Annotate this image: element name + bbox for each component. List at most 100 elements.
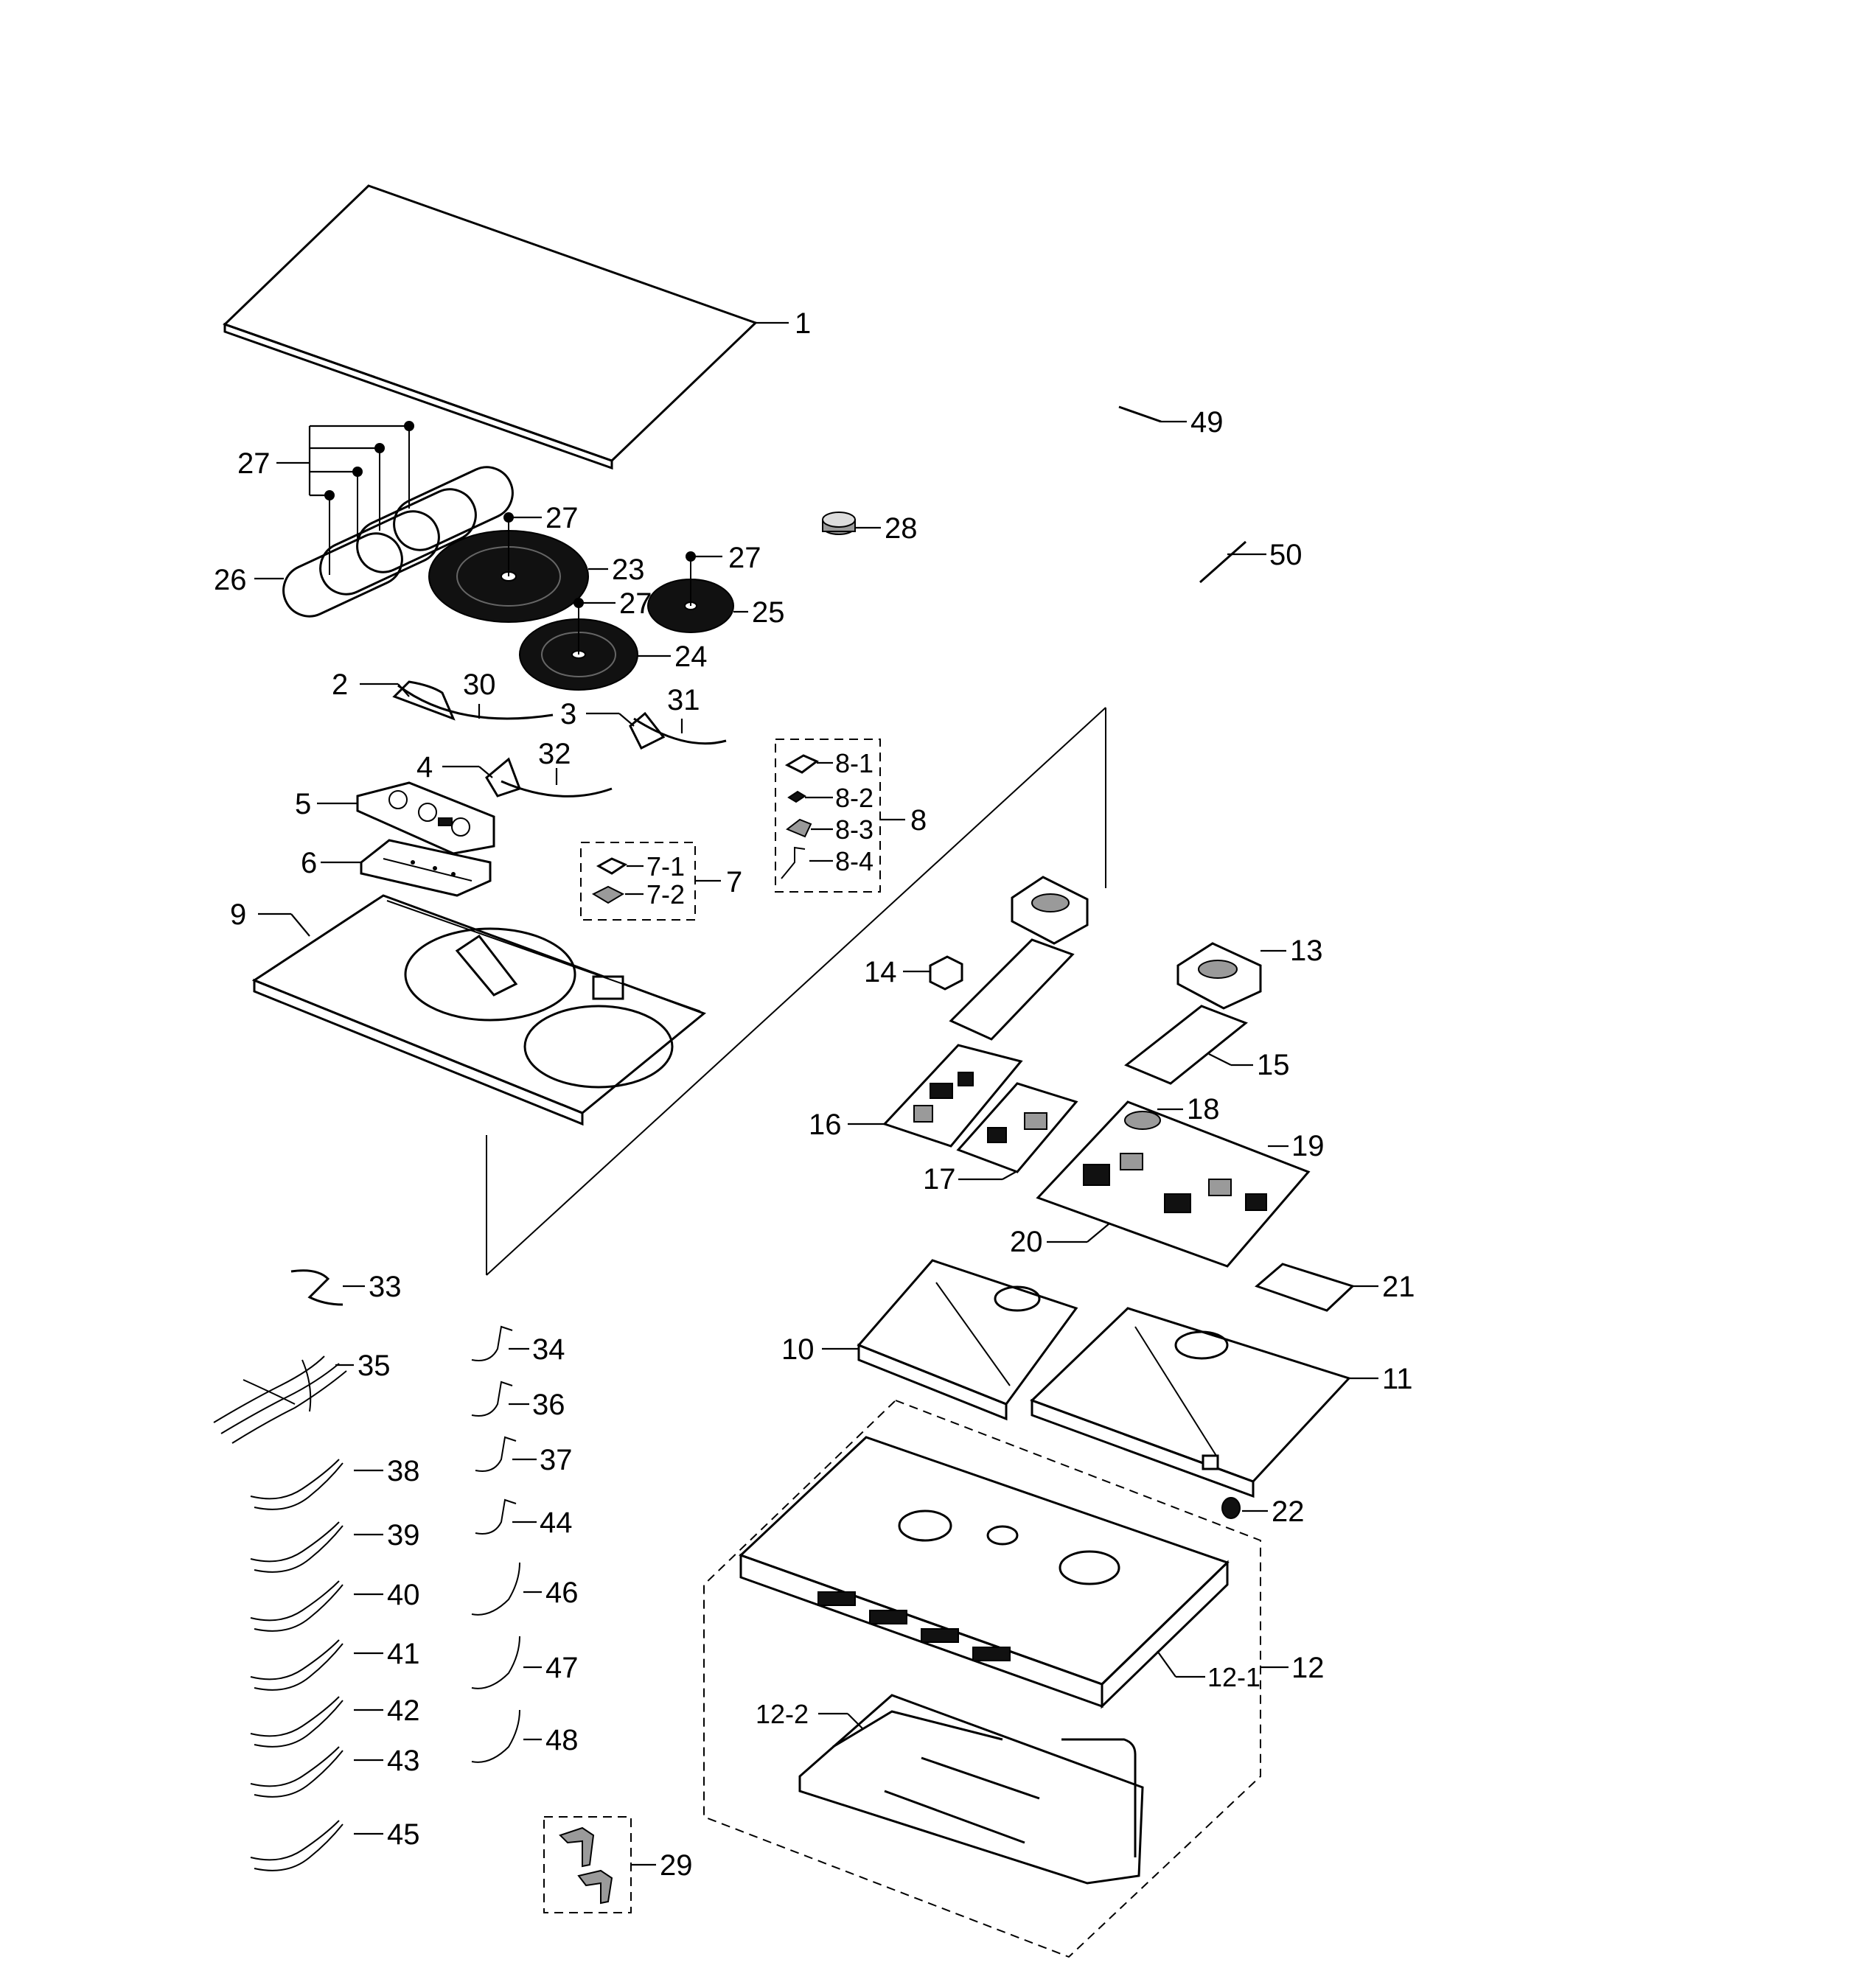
label-17: 17: [923, 1163, 956, 1196]
label-27c: 27: [728, 542, 761, 574]
label-45: 45: [387, 1818, 420, 1851]
part-13-fan-module: [1176, 942, 1286, 1010]
label-46: 46: [545, 1577, 579, 1609]
label-7: 7: [726, 866, 742, 898]
label-12-1: 12-1: [1207, 1662, 1260, 1692]
label-11: 11: [1382, 1363, 1413, 1395]
part-9-base-frame: [251, 894, 706, 1126]
part-47-wire: [471, 1636, 542, 1689]
part-40-wire-harness: [250, 1580, 383, 1632]
part-25-small-coil: [647, 551, 748, 633]
part-group-29: [543, 1816, 656, 1913]
label-8-1: 8-1: [835, 748, 874, 778]
label-12-2: 12-2: [756, 1699, 809, 1729]
label-50: 50: [1269, 539, 1303, 571]
part-42-wire-harness: [250, 1696, 383, 1748]
label-10: 10: [781, 1333, 815, 1366]
part-48-wire: [471, 1709, 542, 1763]
label-41: 41: [387, 1638, 420, 1670]
part-12-2-bottom-cover: [798, 1694, 1144, 1885]
part-35-wire-harness: [213, 1355, 354, 1444]
label-22: 22: [1272, 1495, 1305, 1528]
part-6-plate: [321, 839, 492, 897]
label-6: 6: [301, 847, 317, 879]
part-10-tray: [822, 1259, 1078, 1421]
label-12: 12: [1291, 1652, 1325, 1684]
label-26: 26: [214, 564, 247, 596]
part-26-oval-coils: [254, 466, 514, 618]
label-27a: 27: [237, 447, 271, 480]
part-46-wire: [471, 1562, 542, 1616]
part-14-block: [903, 955, 963, 991]
label-39: 39: [387, 1519, 420, 1552]
part-34-wire: [471, 1325, 529, 1361]
part-38-wire-harness: [250, 1459, 383, 1510]
part-23-large-coil: [428, 512, 608, 623]
part-1-glass-top: [223, 184, 789, 470]
label-1: 1: [795, 307, 811, 340]
label-44: 44: [540, 1507, 573, 1539]
label-14: 14: [864, 956, 897, 988]
part-group-7: [580, 842, 721, 921]
part-44-wire: [475, 1498, 537, 1535]
label-8-2: 8-2: [835, 783, 874, 813]
part-12-1-housing: [739, 1436, 1289, 1709]
label-24: 24: [674, 641, 708, 673]
label-4: 4: [416, 751, 433, 783]
label-30: 30: [463, 669, 496, 701]
label-18: 18: [1187, 1093, 1220, 1125]
label-40: 40: [387, 1579, 420, 1611]
part-22-connector: [1221, 1497, 1268, 1519]
part-group-12: [703, 1399, 1261, 1958]
part-45-wire-harness: [250, 1820, 383, 1871]
label-8: 8: [910, 804, 927, 837]
part-43-wire-harness: [250, 1746, 383, 1798]
sensor-bracket-27: [276, 421, 414, 575]
part-33-hose: [290, 1269, 365, 1306]
label-48: 48: [545, 1724, 579, 1756]
label-42: 42: [387, 1694, 420, 1727]
part-39-wire-harness: [250, 1521, 383, 1573]
label-31: 31: [667, 684, 700, 716]
part-3-31-arc-sensor: [586, 711, 727, 750]
part-41-wire-harness: [250, 1639, 383, 1691]
label-7-1: 7-1: [646, 851, 685, 882]
part-15-fan-plate: [1124, 1005, 1253, 1085]
part-group-8: [775, 739, 905, 893]
part-24-medium-coil: [519, 598, 671, 691]
part-17-pcb: [956, 1082, 1078, 1181]
part-left-fan-module: [1011, 876, 1089, 945]
part-11-tray: [1030, 1307, 1378, 1498]
label-43: 43: [387, 1745, 420, 1777]
label-35: 35: [358, 1350, 391, 1382]
part-21-insulation-sheet: [1255, 1263, 1378, 1312]
label-7-2: 7-2: [646, 879, 685, 910]
part-36-wire: [471, 1381, 529, 1417]
label-2: 2: [332, 669, 348, 701]
label-16: 16: [809, 1109, 842, 1141]
part-20-pcb-assembly: [1036, 1100, 1311, 1268]
label-29: 29: [660, 1849, 693, 1882]
part-37-wire: [475, 1436, 537, 1472]
label-37: 37: [540, 1444, 573, 1476]
label-8-4: 8-4: [835, 846, 874, 876]
part-49-rod: [1118, 405, 1187, 423]
label-25: 25: [752, 596, 785, 629]
part-4-32-arc-sensor: [442, 757, 613, 797]
label-19: 19: [1291, 1130, 1325, 1162]
label-33: 33: [369, 1271, 402, 1303]
part-28-knob: [822, 512, 881, 535]
label-20: 20: [1010, 1226, 1043, 1258]
label-9: 9: [230, 898, 246, 931]
label-28: 28: [885, 512, 918, 545]
label-5: 5: [295, 788, 311, 820]
label-38: 38: [387, 1455, 420, 1487]
label-34: 34: [532, 1333, 565, 1366]
part-fan-plate-left: [949, 938, 1075, 1041]
label-49: 49: [1190, 406, 1224, 439]
label-21: 21: [1382, 1271, 1415, 1303]
label-36: 36: [532, 1389, 565, 1421]
label-13: 13: [1290, 935, 1323, 967]
label-3: 3: [560, 698, 576, 730]
